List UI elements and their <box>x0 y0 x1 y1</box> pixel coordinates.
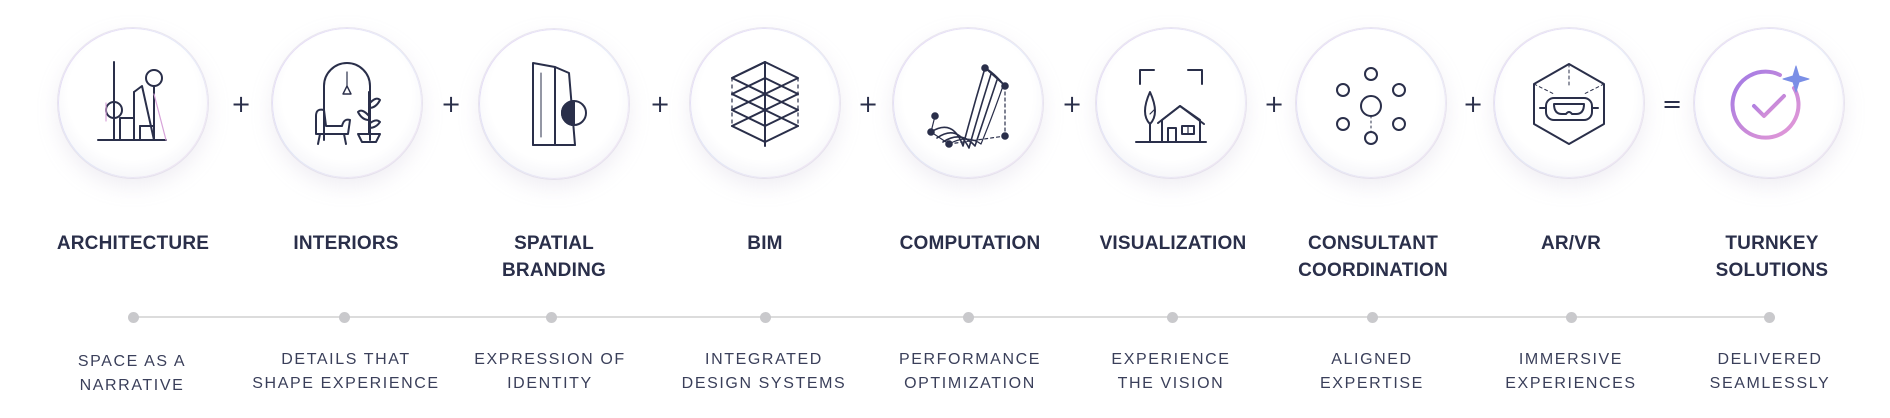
step-title-consultant-coordination: CONSULTANT COORDINATION <box>1298 233 1448 281</box>
step-ar-vr-circle <box>1494 28 1644 178</box>
step-title-ar-vr: AR/VR <box>1540 233 1602 254</box>
spatial-branding-icon <box>532 62 587 146</box>
step-visualization-circle <box>1096 28 1246 178</box>
step-caption-computation: PERFORMANCE OPTIMIZATION <box>898 351 1042 392</box>
plus-operator-2: + <box>440 90 462 118</box>
timeline-dot <box>338 311 350 323</box>
plus-operator-5: + <box>1061 90 1083 118</box>
timeline-dot <box>127 311 139 323</box>
timeline-dot <box>962 311 974 323</box>
architecture-icon <box>97 61 167 141</box>
timeline-dot <box>1166 311 1178 323</box>
bim-icon <box>731 61 799 147</box>
step-caption-architecture: SPACE AS A NARRATIVE <box>77 353 187 394</box>
step-turnkey-circle <box>1694 28 1844 178</box>
turnkey-check-icon <box>1730 65 1810 140</box>
step-architecture-circle <box>58 28 208 178</box>
step-caption-visualization: EXPERIENCE THE VISION <box>1111 351 1231 392</box>
consultant-coordination-icon <box>1336 67 1406 145</box>
interiors-icon <box>315 62 381 145</box>
step-title-architecture: ARCHITECTURE <box>56 233 210 254</box>
step-caption-ar-vr: IMMERSIVE EXPERIENCES <box>1505 351 1637 392</box>
plus-operator-6: + <box>1263 90 1285 118</box>
equals-operator: = <box>1661 90 1683 118</box>
step-title-bim: BIM <box>747 233 783 254</box>
timeline-dot <box>545 311 557 323</box>
step-spatial-branding-circle <box>479 29 629 179</box>
step-title-computation: COMPUTATION <box>899 233 1041 254</box>
plus-operator-4: + <box>857 90 879 118</box>
step-title-visualization: VISUALIZATION <box>1099 233 1247 254</box>
plus-operator-7: + <box>1462 90 1484 118</box>
step-bim-circle <box>690 28 840 178</box>
step-caption-interiors: DETAILS THAT SHAPE EXPERIENCE <box>252 351 440 392</box>
step-caption-bim: INTEGRATED DESIGN SYSTEMS <box>681 351 847 392</box>
step-computation-circle <box>893 28 1043 178</box>
timeline-dot <box>759 311 771 323</box>
visualization-icon <box>1135 69 1207 143</box>
step-interiors-circle <box>272 28 422 178</box>
step-caption-consultant-coordination: ALIGNED EXPERTISE <box>1320 351 1424 392</box>
plus-operator-1: + <box>230 90 252 118</box>
timeline-line <box>132 316 1768 318</box>
ar-vr-icon <box>1533 63 1605 145</box>
step-title-spatial-branding: SPATIAL BRANDING <box>502 233 606 281</box>
step-title-interiors: INTERIORS <box>293 233 399 254</box>
step-title-turnkey-solutions: TURNKEY SOLUTIONS <box>1715 233 1829 281</box>
step-consultant-coordination-circle <box>1296 28 1446 178</box>
computation-icon <box>927 64 1009 149</box>
plus-operator-3: + <box>649 90 671 118</box>
timeline-dot <box>1565 311 1577 323</box>
step-caption-spatial-branding: EXPRESSION OF IDENTITY <box>474 351 626 392</box>
timeline-dot <box>1763 311 1775 323</box>
timeline-dot <box>1366 311 1378 323</box>
step-caption-turnkey-solutions: DELIVERED SEAMLESSLY <box>1709 351 1831 392</box>
